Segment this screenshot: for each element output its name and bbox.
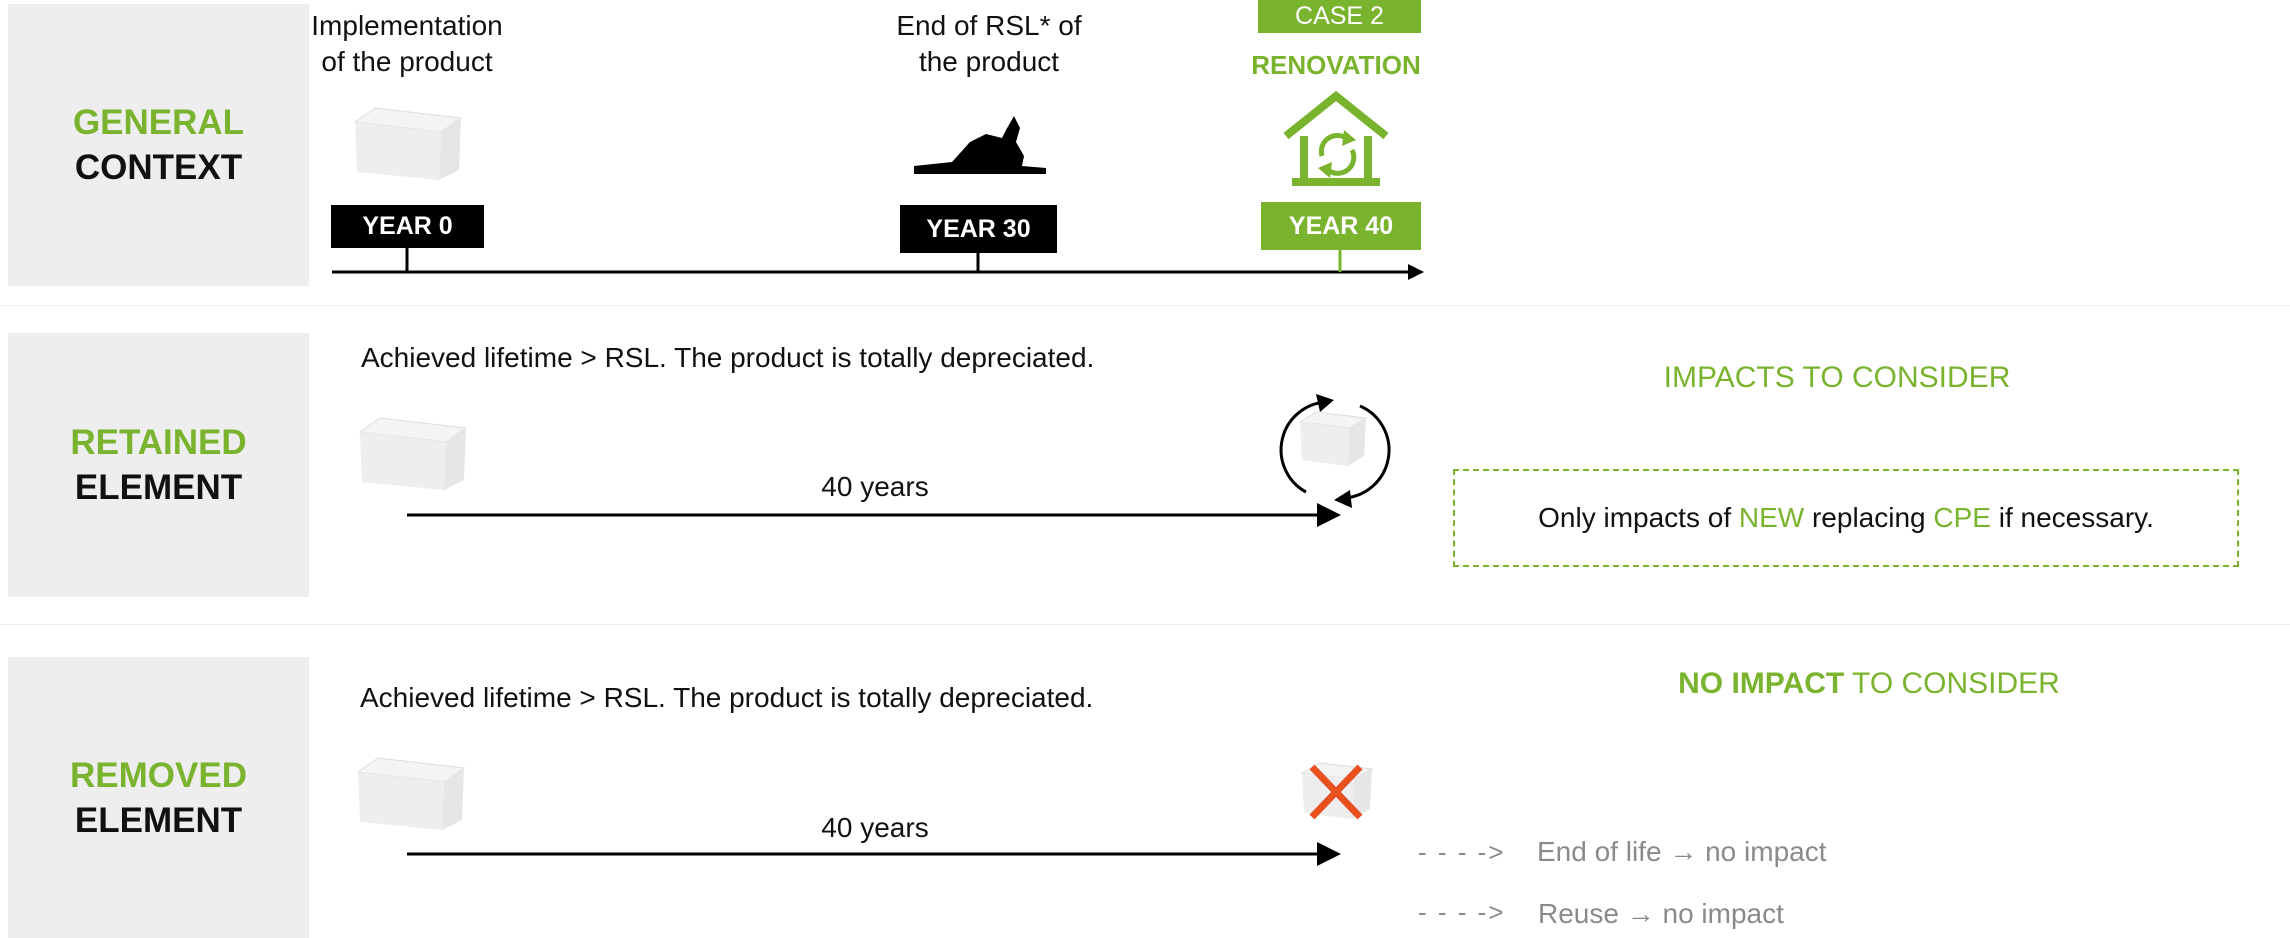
reuse-dashed-arrow: - - - ->: [1418, 897, 1506, 927]
implementation-line2: of the product: [321, 46, 493, 77]
reuse-note: Reuse → no impact: [1538, 898, 1784, 930]
end-rsl-line1: End of RSL* of: [896, 10, 1082, 41]
row-separator: [0, 305, 2290, 306]
ruin-icon: [914, 116, 1046, 174]
timeline-axis: [332, 248, 1424, 280]
renovation-house-icon: [1283, 90, 1389, 186]
row-label-black: CONTEXT: [74, 148, 243, 187]
impacts-text-1: Only impacts of: [1538, 502, 1739, 533]
year-40-badge: YEAR 40: [1261, 202, 1421, 250]
row-label-black: ELEMENT: [74, 800, 243, 840]
retained-lifetime-arrow: [407, 503, 1341, 527]
no-impact-title: NO IMPACT TO CONSIDER: [1678, 667, 2060, 701]
impacts-to-consider-title: IMPACTS TO CONSIDER: [1663, 361, 2011, 394]
reuse-result: no impact: [1662, 898, 1784, 929]
block-icon: [356, 757, 466, 830]
end-of-life-result: no impact: [1705, 836, 1827, 867]
removed-duration: 40 years: [821, 812, 929, 843]
row-label-green: RETAINED: [70, 423, 247, 462]
impacts-text-3: if necessary.: [1990, 502, 2154, 533]
row-separator: [0, 624, 2290, 625]
row-label-black: ELEMENT: [74, 468, 243, 507]
retained-description: Achieved lifetime > RSL. The product is …: [361, 342, 1095, 373]
retained-duration: 40 years: [821, 471, 929, 502]
row-label-green: REMOVED: [70, 755, 247, 795]
impacts-text-cpe: CPE: [1933, 502, 1991, 533]
general-context-label: GENERAL CONTEXT: [8, 4, 309, 286]
removed-lifetime-arrow: [407, 842, 1341, 866]
implementation-line1: Implementation: [311, 10, 503, 41]
no-impact-rest: TO CONSIDER: [1844, 667, 2060, 700]
implementation-label: Implementation of the product: [311, 8, 502, 80]
renovation-label: RENOVATION: [1251, 50, 1421, 80]
end-of-life-dashed-arrow: - - - ->: [1418, 837, 1506, 867]
block-icon: [353, 107, 463, 180]
recycle-arrows-icon: [1279, 394, 1391, 508]
impacts-text-new: NEW: [1738, 502, 1805, 533]
case-badge: CASE 2: [1258, 0, 1421, 33]
end-of-life-note: End of life → no impact: [1537, 836, 1827, 868]
year-0-badge: YEAR 0: [331, 205, 484, 248]
right-arrow-icon: →: [1669, 836, 1698, 867]
no-impact-bold: NO IMPACT: [1678, 667, 1845, 700]
removed-description: Achieved lifetime > RSL. The product is …: [360, 682, 1094, 713]
end-rsl-label: End of RSL* of the product: [896, 8, 1081, 80]
removed-element-label: REMOVED ELEMENT: [8, 657, 309, 938]
reuse-label: Reuse: [1538, 898, 1619, 929]
row-label-green: GENERAL: [72, 103, 245, 142]
right-arrow-icon: →: [1626, 898, 1655, 929]
end-of-life-label: End of life: [1537, 836, 1662, 867]
impacts-text-2: replacing: [1804, 502, 1934, 533]
block-icon: [358, 417, 468, 490]
retained-element-label: RETAINED ELEMENT: [8, 333, 309, 597]
end-rsl-line2: the product: [918, 46, 1060, 77]
cross-icon: [1300, 762, 1374, 820]
year-30-badge: YEAR 30: [900, 205, 1057, 253]
impacts-box: Only impacts of NEW replacing CPE if nec…: [1453, 469, 2239, 567]
